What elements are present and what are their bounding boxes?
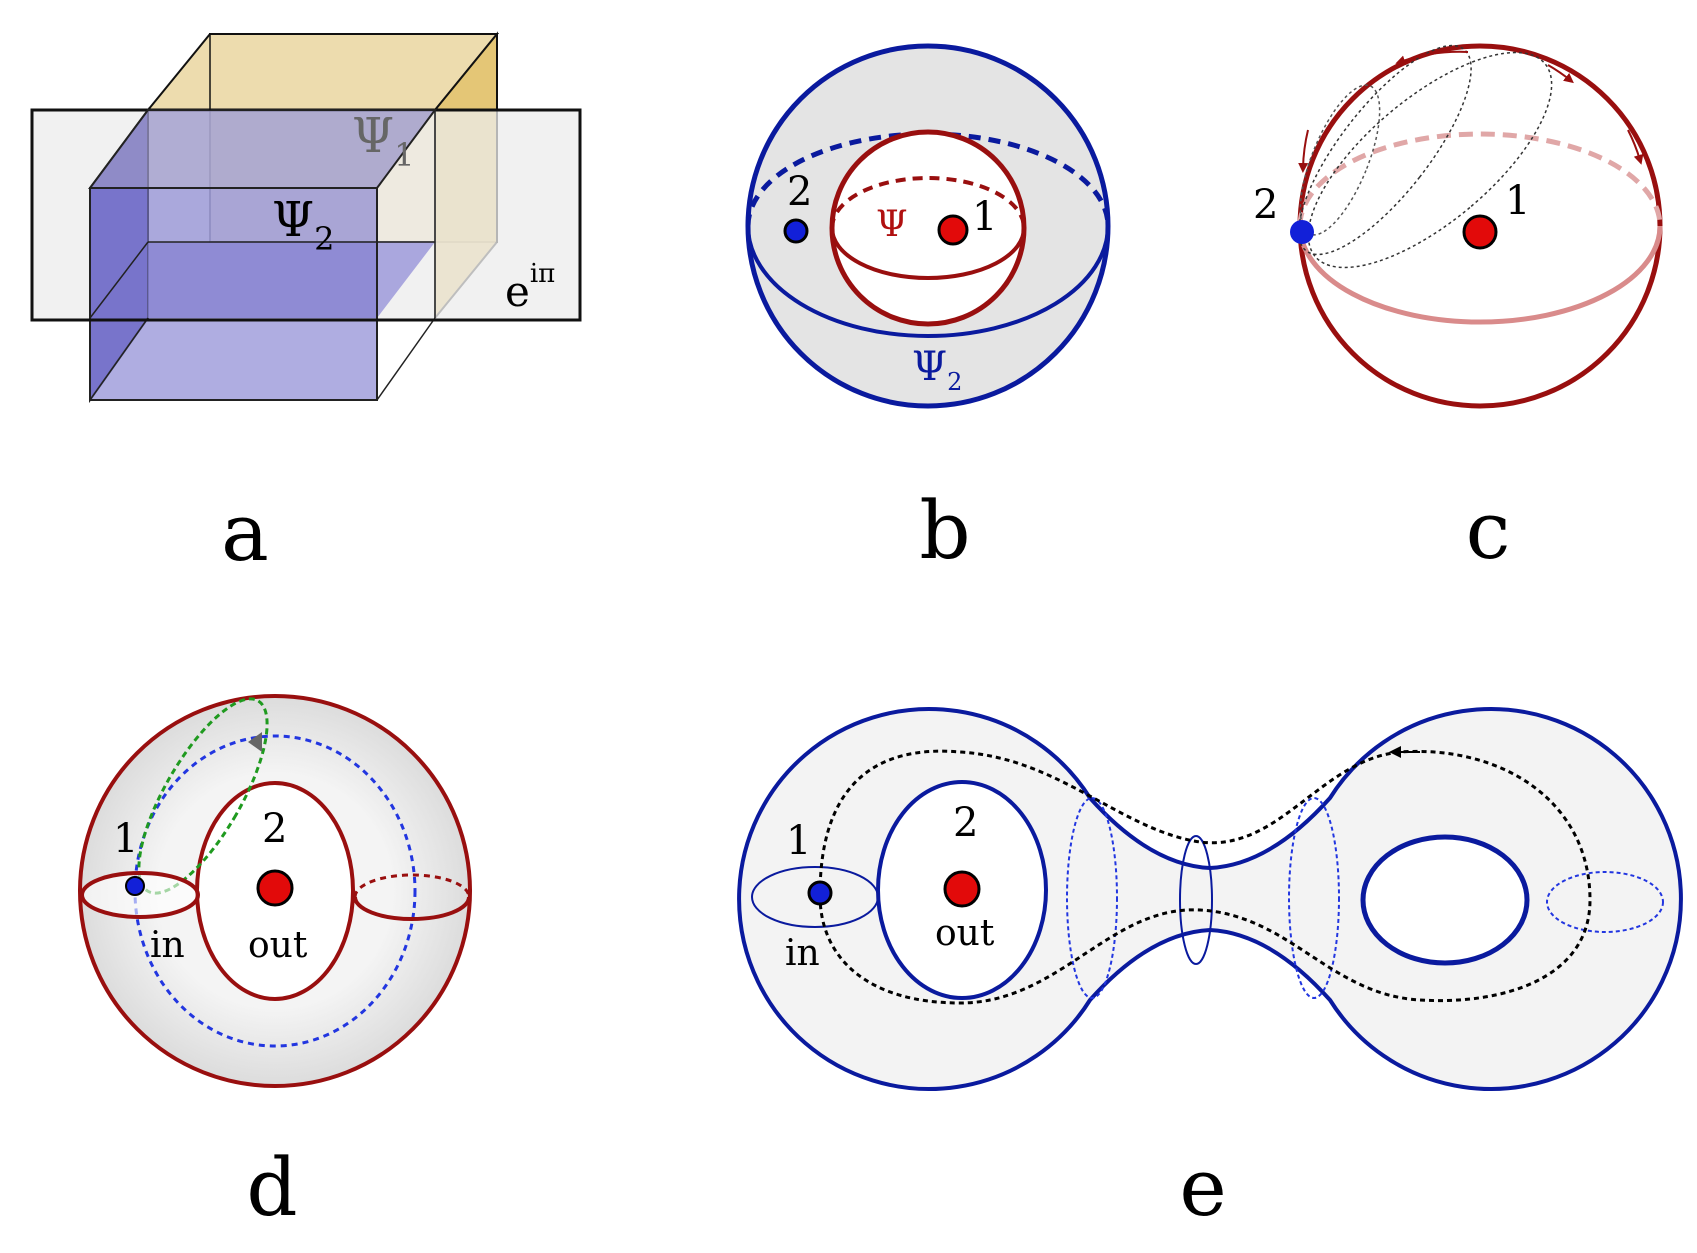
- right-ring-front: [353, 896, 471, 921]
- in-label-e: in: [785, 933, 820, 974]
- psi-label: Ψ: [876, 204, 908, 245]
- point-2-label-d: 2: [262, 806, 287, 852]
- inner-equator-back: [830, 176, 1026, 229]
- panel-c: 1 2 c: [1253, 43, 1663, 577]
- psi1-label: Ψ1: [352, 108, 414, 174]
- panel-b: Ψ 1 2 Ψ2 b: [745, 43, 1111, 577]
- point-1-label-c: 1: [1505, 178, 1530, 224]
- panel-letter-d: d: [246, 1141, 297, 1234]
- panel-a: Ψ1 Ψ2 eiπ a: [30, 31, 582, 579]
- equator-front-c: [1297, 225, 1663, 325]
- black-dotted-path: [818, 749, 1592, 1005]
- right-tube-ring: [1546, 871, 1664, 933]
- blue-point-2-c: [1290, 220, 1314, 244]
- red-point-1-c: [1462, 214, 1498, 250]
- blue-point-1-e: [807, 880, 833, 906]
- inner-equator-front: [830, 227, 1026, 280]
- equator-back-c: [1297, 131, 1663, 227]
- equator-back: [745, 131, 1111, 227]
- phase-label: eiπ: [505, 259, 555, 316]
- point-2-label-c: 2: [1253, 182, 1278, 228]
- out-label-e: out: [935, 913, 995, 954]
- left-ring: [80, 871, 200, 919]
- red-point-1: [937, 214, 969, 246]
- panel-letter-a: a: [221, 486, 269, 579]
- point-2-label-e: 2: [953, 800, 978, 846]
- point-1-label: 1: [972, 194, 997, 240]
- neck-ring-left: [1066, 797, 1118, 999]
- psi2-label: Ψ2: [272, 192, 334, 258]
- panel-d: 1 2 in out d: [78, 694, 472, 1234]
- point-2-label: 2: [787, 169, 812, 215]
- right-hole: [1360, 834, 1530, 966]
- red-point-2-e: [943, 870, 981, 908]
- panel-letter-c: c: [1466, 484, 1511, 577]
- blue-point-2: [783, 218, 809, 244]
- left-tube-ring: [751, 866, 879, 928]
- panel-letter-b: b: [919, 484, 970, 577]
- panel-letter-e: e: [1179, 1141, 1226, 1234]
- loop-3: [1307, 51, 1553, 269]
- in-label-d: in: [150, 925, 185, 966]
- blue-point-1-d: [125, 876, 145, 896]
- loop-2: [1298, 44, 1472, 256]
- panel-e: 1 2 in out e: [737, 707, 1683, 1234]
- neck-ring-mid: [1179, 835, 1213, 965]
- point-1-label-e: 1: [786, 818, 811, 864]
- out-label-d: out: [248, 925, 308, 966]
- point-1-label-d: 1: [113, 816, 138, 862]
- psi2-label-b: Ψ2: [912, 344, 962, 396]
- neck-ring-right: [1288, 797, 1340, 999]
- red-point-2-d: [256, 869, 294, 907]
- equator-front: [746, 225, 1110, 338]
- right-ring-back: [353, 873, 471, 898]
